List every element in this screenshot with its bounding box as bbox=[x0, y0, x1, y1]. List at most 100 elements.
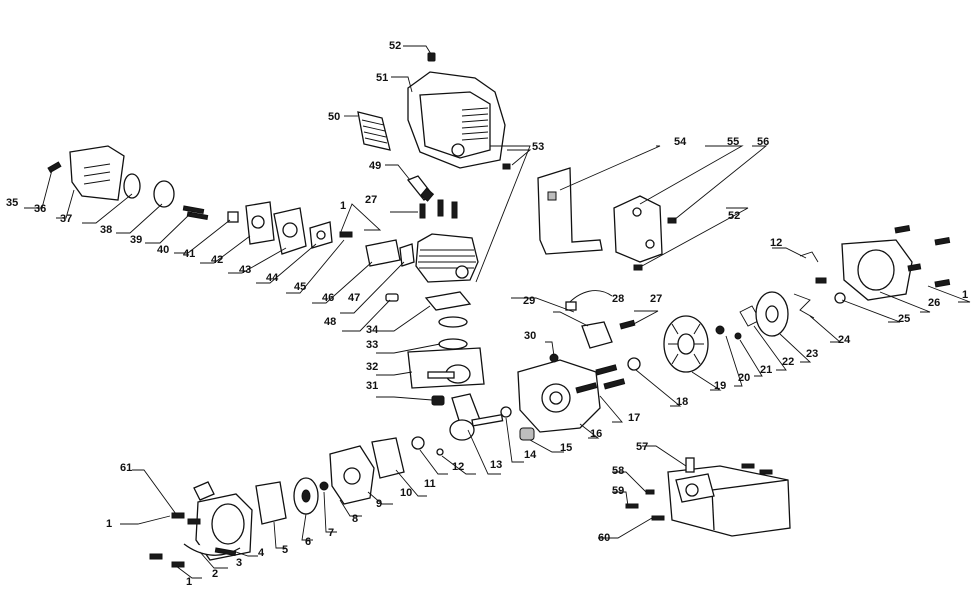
label-1-bottom: 1 bbox=[186, 576, 192, 588]
part-34-gasket bbox=[424, 291, 472, 311]
part-16-crankcase bbox=[517, 359, 601, 433]
label-25: 25 bbox=[898, 313, 910, 325]
label-51: 51 bbox=[376, 72, 388, 84]
part-17-bolts bbox=[575, 364, 626, 394]
label-20: 20 bbox=[738, 372, 750, 384]
part-44-insulator bbox=[309, 221, 333, 249]
part-53-screw bbox=[502, 163, 511, 170]
part-1-screw-a bbox=[149, 553, 163, 560]
label-8: 8 bbox=[352, 513, 358, 525]
part-12-spring bbox=[799, 251, 819, 263]
label-7: 7 bbox=[328, 527, 334, 539]
label-24: 24 bbox=[838, 334, 851, 346]
part-43-carburetor bbox=[273, 207, 307, 255]
label-40: 40 bbox=[157, 244, 169, 256]
part-20-22-clutch-parts bbox=[715, 305, 761, 340]
label-1-left: 1 bbox=[106, 518, 112, 530]
label-19: 19 bbox=[714, 380, 726, 392]
part-51-engine-cover bbox=[407, 71, 506, 169]
label-28: 28 bbox=[612, 293, 624, 305]
part-36-air-filter-cover bbox=[69, 145, 125, 201]
label-33: 33 bbox=[366, 339, 378, 351]
label-52-lower: 52 bbox=[728, 210, 740, 222]
part-49-spark-plug bbox=[406, 175, 435, 202]
part-27-cylinder-bolts bbox=[419, 199, 458, 219]
label-9: 9 bbox=[376, 498, 382, 510]
part-14-washer bbox=[500, 406, 512, 418]
label-56: 56 bbox=[757, 136, 769, 148]
label-30: 30 bbox=[524, 330, 536, 342]
label-31: 31 bbox=[366, 380, 378, 392]
label-34: 34 bbox=[366, 324, 379, 336]
label-48: 48 bbox=[324, 316, 336, 328]
label-60: 60 bbox=[598, 532, 610, 544]
part-18-ring bbox=[627, 357, 641, 371]
label-15: 15 bbox=[560, 442, 572, 454]
label-16: 16 bbox=[590, 428, 602, 440]
label-10: 10 bbox=[400, 487, 412, 499]
label-50: 50 bbox=[328, 111, 340, 123]
label-55: 55 bbox=[727, 136, 739, 148]
label-17: 17 bbox=[628, 412, 640, 424]
part-37-filter bbox=[123, 173, 141, 199]
label-26: 26 bbox=[928, 297, 940, 309]
part-48-fitting bbox=[385, 293, 399, 302]
label-57: 57 bbox=[636, 441, 648, 453]
label-58: 58 bbox=[612, 465, 624, 477]
part-31-bearing bbox=[431, 395, 445, 406]
label-11: 11 bbox=[424, 478, 436, 490]
part-56-screw bbox=[667, 217, 677, 224]
label-36: 36 bbox=[34, 203, 46, 215]
part-52-screw-lower bbox=[633, 264, 643, 271]
label-2: 2 bbox=[212, 568, 218, 580]
part-24-clip bbox=[793, 293, 815, 319]
label-45: 45 bbox=[294, 281, 306, 293]
label-59: 59 bbox=[612, 485, 624, 497]
label-38: 38 bbox=[100, 224, 112, 236]
label-35: 35 bbox=[6, 197, 18, 209]
label-12-right: 12 bbox=[770, 237, 782, 249]
part-25-nut bbox=[834, 292, 846, 304]
label-1-right: 1 bbox=[962, 289, 968, 301]
part-55-muffler bbox=[613, 195, 663, 263]
label-27-right: 27 bbox=[650, 293, 662, 305]
label-54: 54 bbox=[674, 136, 687, 148]
label-61: 61 bbox=[120, 462, 132, 474]
part-39-bolts bbox=[182, 205, 209, 220]
label-47: 47 bbox=[348, 292, 360, 304]
label-27-top: 27 bbox=[365, 194, 377, 206]
part-54-bracket bbox=[537, 167, 603, 255]
part-3-rope bbox=[214, 547, 237, 556]
part-41-42-filter-base bbox=[245, 201, 275, 245]
part-38-filter-element bbox=[153, 180, 175, 208]
label-12: 12 bbox=[452, 461, 464, 473]
part-6-clutch-drum bbox=[293, 477, 319, 515]
part-number-labels: 52 51 50 49 53 54 55 56 52 35 36 37 38 3… bbox=[6, 40, 968, 588]
label-42: 42 bbox=[211, 254, 223, 266]
part-8-housing bbox=[329, 445, 375, 505]
label-1-top: 1 bbox=[340, 200, 346, 212]
part-1-screw-c bbox=[187, 518, 201, 525]
label-14: 14 bbox=[524, 449, 537, 461]
part-52-screw-top bbox=[427, 52, 436, 62]
part-4-recoil-starter bbox=[193, 481, 253, 561]
label-49: 49 bbox=[369, 160, 381, 172]
part-57-fuel-tank bbox=[667, 457, 791, 537]
part-1-screw-right bbox=[815, 277, 827, 284]
part-1-screw-b bbox=[171, 561, 185, 568]
label-4: 4 bbox=[258, 547, 265, 559]
label-22: 22 bbox=[782, 356, 794, 368]
part-27-screw bbox=[619, 319, 636, 330]
part-33-rings bbox=[438, 316, 468, 350]
label-18: 18 bbox=[676, 396, 688, 408]
label-5: 5 bbox=[282, 544, 288, 556]
label-32: 32 bbox=[366, 361, 378, 373]
label-39: 39 bbox=[130, 234, 142, 246]
label-52-top: 52 bbox=[389, 40, 401, 52]
label-37: 37 bbox=[60, 213, 72, 225]
label-41: 41 bbox=[183, 248, 195, 260]
label-53: 53 bbox=[532, 141, 544, 153]
part-58-60-fasteners bbox=[625, 463, 773, 521]
